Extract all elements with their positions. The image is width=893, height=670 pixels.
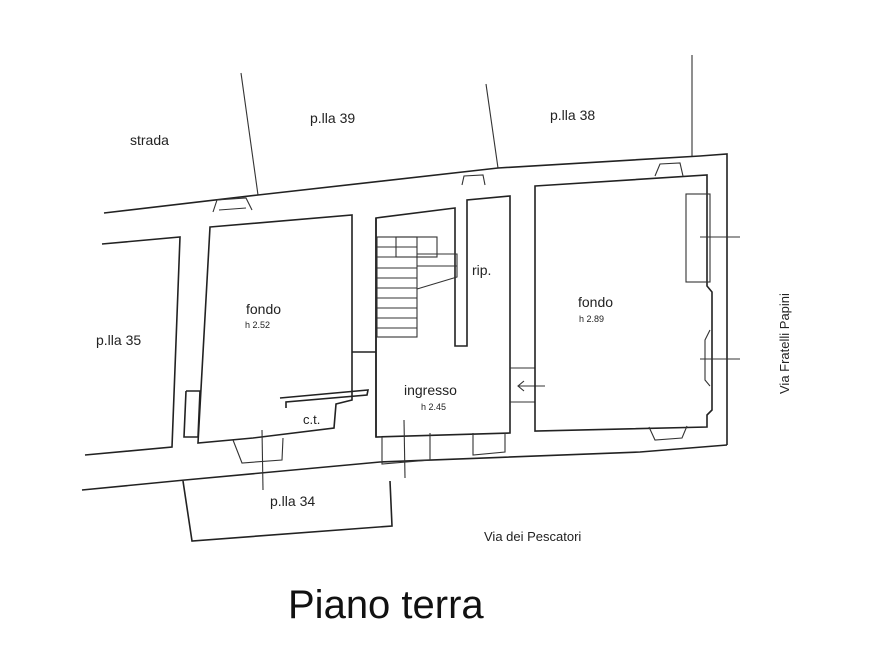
label-via-pescatori: Via dei Pescatori	[484, 529, 582, 544]
entrance-door	[381, 433, 431, 465]
label-plla-38: p.lla 38	[550, 107, 596, 123]
boundary-line-39-west	[240, 72, 259, 196]
room-height-fondo-right: h 2.89	[579, 314, 605, 324]
window-north-left	[212, 197, 253, 213]
label-plla-34: p.lla 34	[270, 493, 316, 509]
room-height-ingresso: h 2.45	[421, 402, 447, 412]
window-south-right	[648, 425, 688, 441]
arrow-head	[517, 380, 525, 392]
room-label-fondo-left: fondo	[246, 301, 282, 317]
staircase	[376, 236, 458, 338]
north-facade	[103, 153, 728, 445]
window-north-rip	[461, 174, 486, 186]
door-south-left	[232, 437, 284, 464]
south-facade	[81, 444, 728, 491]
room-label-rip: rip.	[472, 262, 492, 278]
window-east-2	[704, 329, 711, 387]
label-via-papini: Via Fratelli Papini	[777, 293, 792, 394]
room-fondo-left	[197, 214, 353, 444]
label-strada: strada	[130, 132, 169, 148]
window-south-ingresso	[472, 433, 506, 456]
ct-partition	[279, 389, 369, 408]
room-label-ingresso: ingresso	[404, 382, 457, 398]
room-fondo-right	[534, 174, 713, 432]
label-plla-35: p.lla 35	[96, 332, 142, 348]
parcel-34	[182, 480, 393, 542]
left-niche	[183, 390, 201, 438]
room-label-ct: c.t.	[303, 412, 321, 427]
room-label-fondo-right: fondo	[578, 294, 614, 310]
plan-title: Piano terra	[288, 583, 484, 627]
boundary-line-39-38	[485, 83, 499, 169]
label-plla-39: p.lla 39	[310, 110, 356, 126]
window-north-right	[654, 162, 684, 177]
room-height-fondo-left: h 2.52	[245, 320, 271, 330]
room-ingresso	[375, 195, 511, 438]
window-east-1	[685, 193, 711, 283]
parcel-35	[84, 236, 181, 456]
